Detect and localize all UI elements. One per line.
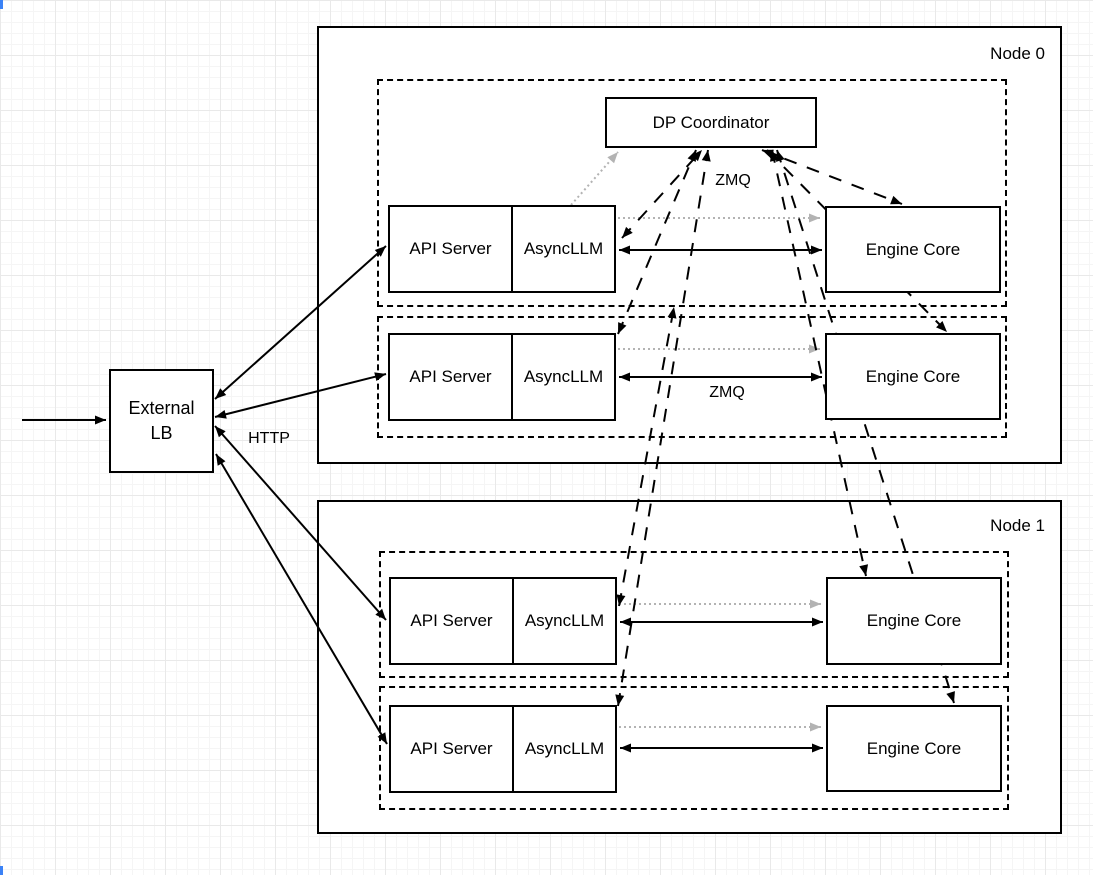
engine-core-label: Engine Core [866, 738, 962, 758]
node1-r2-api-server: API Server [410, 739, 493, 758]
arrow-lb-node1-api0 [214, 425, 387, 621]
external-lb-label-line2: LB [150, 423, 173, 443]
engine-core-label: Engine Core [865, 239, 961, 259]
external-lb-label-line1: External [128, 397, 195, 418]
node1-r2-asyncllm: AsyncLLM [512, 707, 615, 791]
engine-core-label: Engine Core [866, 611, 962, 630]
dp-coordinator-label: DP Coordinator [652, 112, 770, 132]
node1-r1-engine-core: Engine Core [826, 577, 1002, 665]
node1-r2-frontend-box: API Server AsyncLLM [389, 705, 617, 793]
dashed-coord-async-r2 [617, 149, 697, 335]
dotted-async-to-coordinator [570, 151, 619, 206]
node0-r1-asyncllm: AsyncLLM [511, 207, 614, 291]
node0-r1-engine-core: Engine Core [825, 206, 1001, 293]
dp-coordinator-box: DP Coordinator [605, 97, 817, 148]
dashed-coord-engine-r1 [761, 149, 903, 205]
node0-r1-api-server: API Server [409, 239, 492, 258]
zmq-row-label: ZMQ [709, 384, 745, 401]
arrow-lb-node0-api0 [214, 245, 387, 400]
node1-label: Node 1 [990, 516, 1045, 535]
node1-r1-api-server: API Server [410, 611, 493, 630]
node1-r1-frontend-box: API Server AsyncLLM [389, 577, 617, 665]
dashed-coord-async-r3 [616, 306, 677, 607]
node0-label: Node 0 [990, 44, 1045, 63]
arrow-lb-node0-api1 [214, 372, 387, 419]
node0-r2-api-server: API Server [409, 367, 492, 386]
node0-r1-frontend-box: API Server AsyncLLM [388, 205, 616, 293]
arrow-lb-node1-api1 [215, 453, 388, 745]
external-lb-box: External LB [109, 369, 214, 473]
node1-r1-asyncllm: AsyncLLM [512, 579, 615, 663]
node1-r2-engine-core: Engine Core [826, 705, 1002, 792]
edge-artifact-top [0, 0, 3, 9]
dashed-coord-async-r1 [621, 149, 703, 239]
zmq-coordinator-label: ZMQ [715, 172, 751, 189]
node0-r2-frontend-box: API Server AsyncLLM [388, 333, 616, 421]
engine-core-label: Engine Core [865, 366, 961, 386]
node0-r2-asyncllm: AsyncLLM [511, 335, 614, 419]
edge-artifact-bottom [0, 866, 3, 875]
node0-r2-engine-core: Engine Core [825, 333, 1001, 420]
http-label: HTTP [248, 430, 290, 447]
